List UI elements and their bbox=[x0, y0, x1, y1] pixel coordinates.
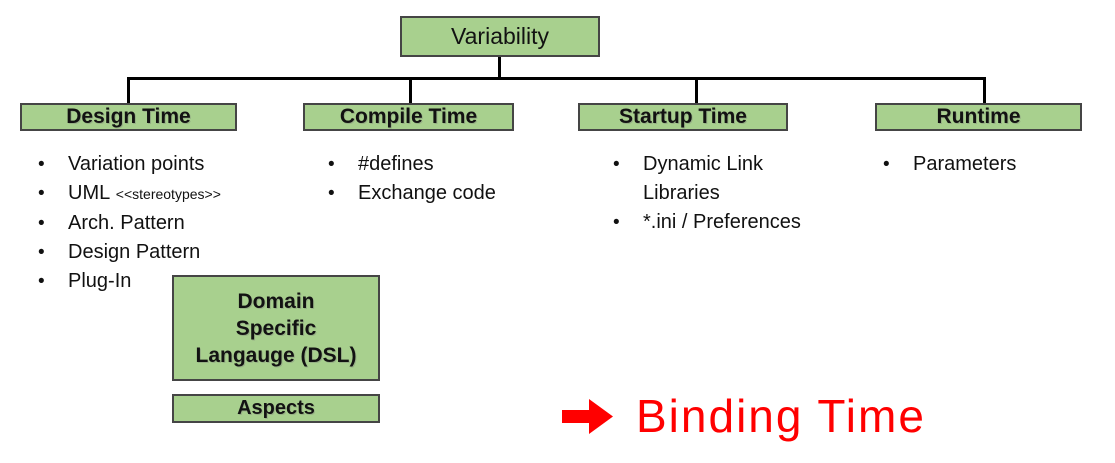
list-item: • UML <<stereotypes>> bbox=[38, 179, 221, 209]
bullet-icon: • bbox=[38, 213, 45, 234]
runtime-list: • Parameters bbox=[883, 150, 1016, 179]
branch-box-compile-time: Compile Time bbox=[303, 103, 514, 131]
list-item-label: #defines bbox=[358, 153, 434, 175]
binding-time-label: Binding Time bbox=[636, 390, 926, 442]
dsl-box-line3: Langauge (DSL) bbox=[195, 343, 357, 367]
connector-horizontal bbox=[127, 77, 986, 80]
connector-drop-startup-time bbox=[695, 77, 698, 103]
branch-box-startup-time: Startup Time bbox=[578, 103, 788, 131]
connector-drop-runtime bbox=[983, 77, 986, 103]
list-item: • Parameters bbox=[883, 150, 1016, 179]
dsl-box-line1: Domain bbox=[237, 289, 315, 313]
right-arrow-icon bbox=[562, 398, 614, 435]
bullet-icon: • bbox=[613, 154, 620, 175]
list-item: • Variation points bbox=[38, 150, 221, 179]
design-time-list: • Variation points • UML <<stereotypes>>… bbox=[38, 150, 221, 296]
list-item-label: Variation points bbox=[68, 153, 205, 175]
bullet-icon: • bbox=[613, 212, 620, 233]
bullet-icon: • bbox=[38, 183, 45, 204]
uml-label: UML bbox=[68, 182, 111, 204]
compile-time-list: • #defines • Exchange code bbox=[328, 150, 496, 208]
list-item: • #defines bbox=[328, 150, 496, 179]
connector-root-stub bbox=[498, 57, 501, 78]
dsl-box: Domain Specific Langauge (DSL) bbox=[172, 275, 380, 381]
list-item: • Plug-In bbox=[38, 267, 221, 296]
bullet-icon: • bbox=[328, 154, 335, 175]
branch-box-design-time: Design Time bbox=[20, 103, 237, 131]
branch-box-runtime: Runtime bbox=[875, 103, 1082, 131]
dsl-box-line2: Specific bbox=[235, 316, 317, 340]
bullet-icon: • bbox=[38, 242, 45, 263]
aspects-box: Aspects bbox=[172, 394, 380, 423]
bullet-icon: • bbox=[883, 154, 890, 175]
connector-drop-design-time bbox=[127, 77, 130, 103]
list-item-label: Arch. Pattern bbox=[68, 212, 185, 234]
list-item-label: Parameters bbox=[913, 153, 1017, 175]
list-item-label: Plug-In bbox=[68, 270, 132, 292]
list-item-label: Design Pattern bbox=[68, 241, 201, 263]
list-item: • Arch. Pattern bbox=[38, 209, 221, 238]
list-item-label: Dynamic Link Libraries bbox=[643, 153, 764, 204]
list-item: • Dynamic Link Libraries bbox=[613, 150, 801, 208]
binding-time-callout: Binding Time bbox=[562, 388, 926, 444]
list-item-label: UML <<stereotypes>> bbox=[68, 179, 221, 209]
bullet-icon: • bbox=[328, 183, 335, 204]
list-item: • Design Pattern bbox=[38, 238, 221, 267]
variability-box: Variability bbox=[400, 16, 600, 57]
bullet-icon: • bbox=[38, 271, 45, 292]
connector-drop-compile-time bbox=[409, 77, 412, 103]
list-item: • *.ini / Preferences bbox=[613, 208, 801, 237]
list-item: • Exchange code bbox=[328, 179, 496, 208]
list-item-label: Exchange code bbox=[358, 182, 496, 204]
stereotypes-label: <<stereotypes>> bbox=[115, 186, 221, 202]
bullet-icon: • bbox=[38, 154, 45, 175]
startup-time-list: • Dynamic Link Libraries • *.ini / Prefe… bbox=[613, 150, 801, 237]
list-item-label: *.ini / Preferences bbox=[643, 211, 801, 233]
